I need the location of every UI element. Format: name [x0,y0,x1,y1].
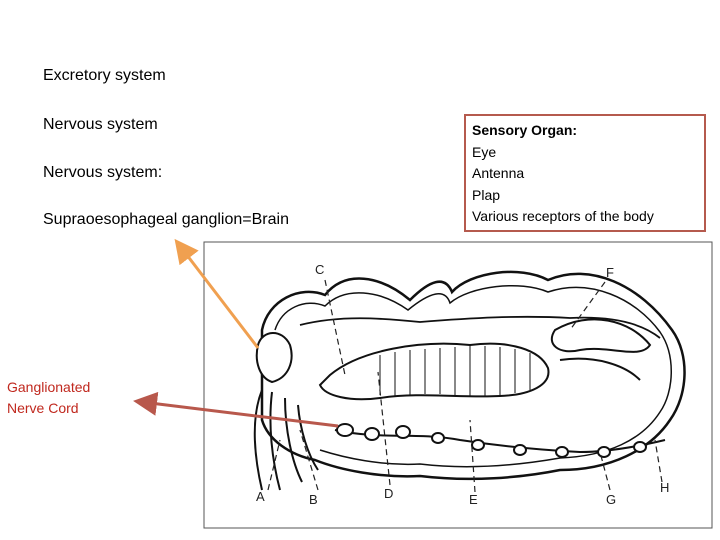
gut-folds [379,346,531,396]
gut [318,342,550,401]
nerve-cord [334,429,666,454]
diagram-label-b: B [309,492,318,507]
diagram-label-d: D [384,486,393,501]
diagram-label-h: H [660,480,669,495]
heading-excretory-system: Excretory system [43,67,166,84]
ganglia [336,423,647,458]
sensory-item: Various receptors of the body [472,208,654,224]
diagram-label-c: C [315,262,324,277]
head [255,332,293,384]
body-inner-outline [274,284,672,468]
diagram-label-f: F [606,265,614,280]
ganglion-label-line-2: Nerve Cord [7,400,79,416]
diagram-frame [203,241,713,529]
leader-lines [267,279,663,493]
sensory-item: Plap [472,186,501,203]
malpighian-tubules [550,318,652,381]
sensory-item: Antenna [472,165,525,181]
sensory-organ-title: Sensory Organ: [472,122,578,138]
diagram-label-a: A [256,489,265,504]
dorsal-vessel [299,315,661,339]
mouthparts [253,389,319,491]
diagram-label-g: G [606,492,616,507]
body-outline [260,270,686,481]
diagram-label-e: E [469,492,478,507]
heading-brain: Supraoesophageal ganglion=Brain [43,211,289,228]
ganglionated-nerve-cord-label: Ganglionated Nerve Cord [7,377,90,419]
ganglion-label-line-1: Ganglionated [7,379,91,395]
heading-nervous-system: Nervous system [43,116,158,133]
heading-nervous-system-colon: Nervous system: [43,164,163,181]
sensory-item: Eye [472,143,497,160]
sensory-organ-box: Sensory Organ: Eye Antenna Plap Various … [464,114,706,232]
